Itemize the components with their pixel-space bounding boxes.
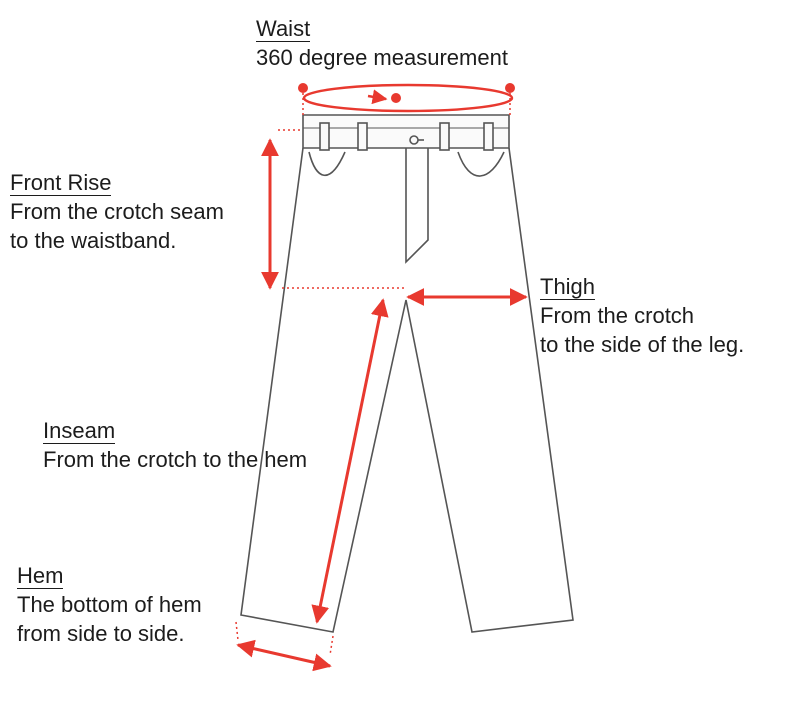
hem-desc-line-1: The bottom of hem	[17, 592, 202, 617]
thigh-title: Thigh	[540, 274, 596, 300]
belt-loop	[319, 122, 330, 151]
right-pocket	[457, 151, 505, 177]
belt-loop	[357, 122, 368, 151]
belt-loop	[439, 122, 450, 151]
waistband	[302, 114, 510, 149]
front-rise-label: Front Rise From the crotch seam to the w…	[10, 168, 224, 255]
inseam-desc-line-1: From the crotch to the hem	[43, 447, 308, 472]
hem-label: Hem The bottom of hem from side to side.	[17, 561, 202, 648]
thigh-desc-line-1: From the crotch	[540, 303, 695, 328]
thigh-label: Thigh From the crotch to the side of the…	[540, 272, 744, 359]
inseam-title: Inseam	[43, 418, 116, 444]
left-pocket	[308, 151, 346, 177]
inseam-label: Inseam From the crotch to the hem	[43, 416, 307, 474]
pants-outline	[240, 114, 574, 633]
measurement-guides	[235, 83, 528, 672]
hem-title: Hem	[17, 563, 64, 589]
inseam-arrow	[311, 298, 389, 624]
front-rise-title: Front Rise	[10, 170, 112, 196]
pants-body	[240, 147, 574, 633]
hem-desc-line-2: from side to side.	[17, 621, 185, 646]
hem-arrow	[236, 639, 332, 672]
waist-measure-loop	[302, 83, 514, 113]
waist-point-center	[391, 93, 401, 103]
waist-arrow	[367, 89, 388, 105]
belt-loop	[483, 122, 494, 151]
waist-label: Waist 360 degree measurement	[256, 14, 508, 72]
front-rise-desc-line-1: From the crotch seam	[10, 199, 224, 224]
front-rise-desc-line-2: to the waistband.	[10, 228, 177, 253]
waist-title: Waist	[256, 16, 311, 42]
thigh-desc-line-2: to the side of the leg.	[540, 332, 745, 357]
fly	[405, 148, 429, 264]
waist-desc-line-1: 360 degree measurement	[256, 45, 508, 70]
